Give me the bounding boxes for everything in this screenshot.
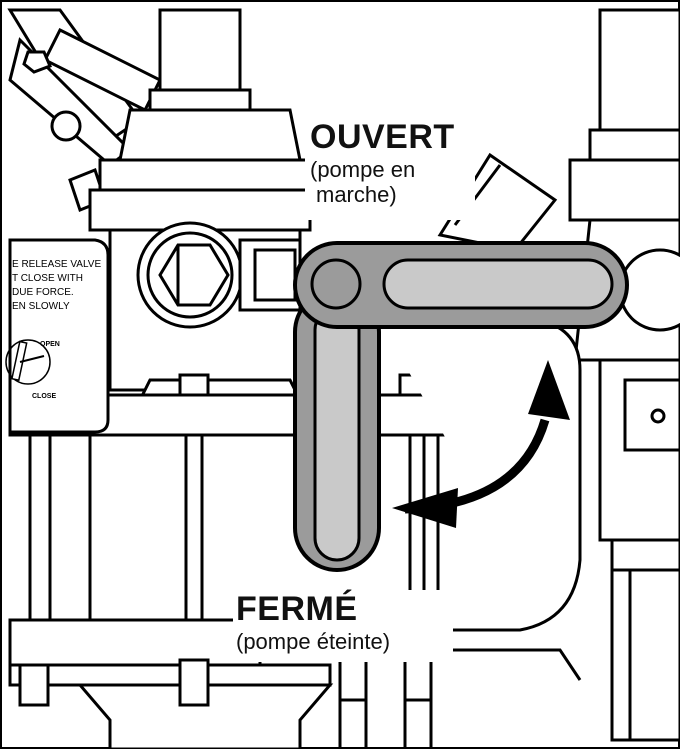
handle-closed-position	[293, 288, 381, 572]
closed-label-backdrop	[233, 590, 453, 662]
closed-position-callout: FERMÉ (pompe éteinte)	[236, 590, 390, 654]
upper-pipe	[148, 8, 252, 112]
left-hex-port	[136, 221, 244, 329]
release-valve-tag: E RELEASE VALVE T CLOSE WITH DUE FORCE. …	[5, 238, 110, 434]
open-position-title: OUVERT	[310, 118, 455, 156]
closed-position-subtitle: (pompe éteinte)	[236, 629, 391, 654]
rotation-arrow	[392, 360, 570, 528]
rotation-arrow-head-left	[392, 488, 458, 528]
open-position-subtitle-1: (pompe en	[310, 157, 416, 182]
tag-line-2: T CLOSE WITH	[12, 273, 83, 284]
closed-position-title: FERMÉ	[236, 590, 358, 628]
rotation-arrow-head-up	[528, 360, 570, 420]
tag-dial-pointer	[19, 355, 45, 363]
valve-stem-connector	[238, 238, 302, 312]
tag-line-3: DUE FORCE.	[12, 287, 74, 298]
upper-left-bracket	[7, 8, 163, 212]
tag-dial	[5, 339, 51, 385]
open-label-backdrop	[305, 115, 475, 220]
handle-open-position	[293, 241, 629, 329]
handle-pivot	[310, 258, 362, 310]
open-position-subtitle-2: marche)	[316, 182, 397, 207]
right-pump-assembly	[568, 8, 680, 742]
tag-dial-open-label: OPEN	[40, 341, 60, 348]
tag-line-1: E RELEASE VALVE	[12, 259, 101, 270]
tag-dial-close-label: CLOSE	[32, 393, 56, 400]
open-position-callout: OUVERT (pompe en marche)	[310, 118, 455, 207]
tag-line-4: EN SLOWLY	[12, 301, 70, 312]
